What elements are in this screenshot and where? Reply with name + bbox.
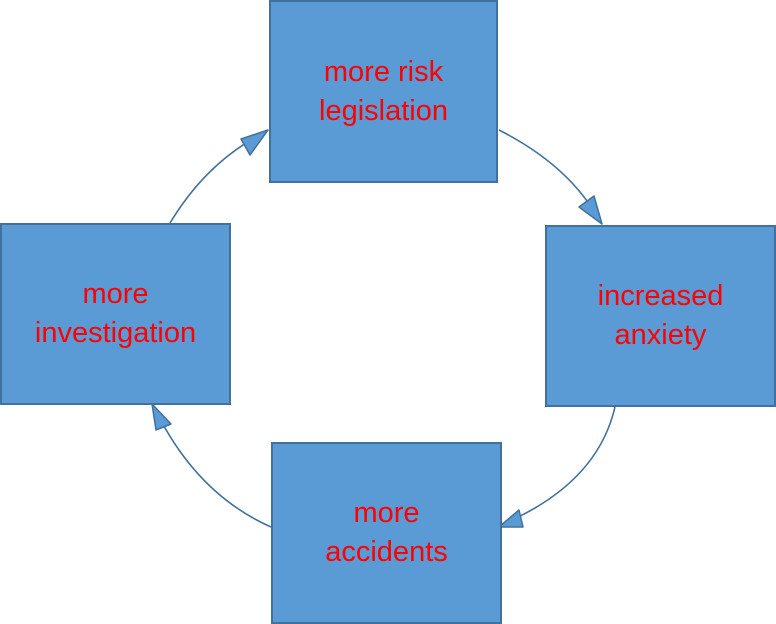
node-more-investigation: more investigation <box>0 223 231 405</box>
node-more-risk-legislation: more risk legislation <box>269 0 498 183</box>
node-label-line: accidents <box>325 536 448 568</box>
node-label-line: more risk <box>323 55 444 88</box>
node-label-line: more <box>353 497 420 529</box>
node-label: increased anxiety <box>598 277 724 355</box>
arrow-right-to-bottom <box>511 406 616 521</box>
node-label-line: increased <box>597 280 724 312</box>
arrowhead-top-to-right <box>578 195 603 225</box>
node-label-line: anxiety <box>614 319 707 351</box>
arrowhead-bottom-to-left <box>151 403 172 431</box>
arrow-bottom-to-left <box>157 414 272 528</box>
arrowhead-right-to-bottom <box>498 509 524 528</box>
node-label-line: investigation <box>34 317 197 349</box>
node-label: more accidents <box>325 494 448 572</box>
node-label-line: more <box>82 278 149 310</box>
node-label: more risk legislation <box>319 53 448 131</box>
node-more-accidents: more accidents <box>271 442 502 624</box>
arrowhead-left-to-top <box>240 129 269 156</box>
node-increased-anxiety: increased anxiety <box>545 225 776 407</box>
node-label: more investigation <box>35 275 196 353</box>
arrow-left-to-top <box>169 135 259 224</box>
node-label-line: legislation <box>319 94 448 127</box>
